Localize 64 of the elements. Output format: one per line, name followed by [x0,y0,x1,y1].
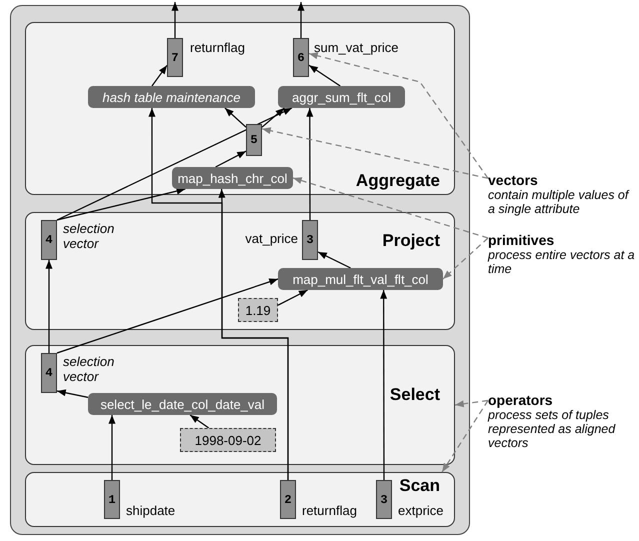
operator-panel [25,472,455,527]
vector-box: 6 [293,38,309,77]
vector-box: 4 [41,220,57,260]
arrow [318,251,351,269]
arrow [151,64,168,86]
vector-box: 3 [376,480,392,519]
annotation-text: contain multiple values of a single attribute [488,188,630,216]
operator-panel [25,22,455,195]
arrow [224,108,246,128]
annotation-arrow [262,127,488,179]
container-box [10,5,470,535]
annotation-text: process entire vectors at a time [488,248,636,276]
annotation-heading: vectors [488,172,539,188]
primitive-box: aggr_sum_flt_col [278,86,405,108]
arrow [172,2,178,38]
constant-box: 1.19 [238,298,278,322]
arrow [46,260,52,353]
arrow [380,290,388,480]
arrow [306,108,314,220]
vector-label: vat_price [244,231,298,246]
arrow [56,389,88,398]
panel-title: Aggregate [356,171,440,191]
annotation-arrow [442,238,488,280]
arrow [278,289,308,306]
annotation-arrow [292,177,488,239]
vector-box: 2 [280,480,296,519]
annotation-arrow [308,52,488,179]
arrow [108,415,116,480]
vector-box: 3 [302,220,318,260]
arrow [298,2,304,38]
arrow [308,64,341,86]
vector-label: selection vector [63,354,116,384]
vector-label: shipdate [126,503,176,518]
primitive-box: select_le_date_col_date_val [88,393,277,415]
constant-box: 1998-09-02 [180,428,276,452]
annotation-heading: primitives [488,232,556,248]
vector-label: selection vector [63,221,116,251]
panel-title: Project [382,231,440,251]
panel-title: Scan [399,476,440,496]
annotation-arrow [454,400,488,408]
vector-label: extprice [398,503,445,518]
operator-panel [25,345,455,465]
primitive-box: hash table maintenance [88,86,255,108]
annotation-arrow [442,400,488,472]
annotation-heading: operators [488,392,554,408]
arrow [190,414,210,428]
operator-panel [25,212,455,330]
vector-box: 5 [246,124,262,156]
vector-box: 7 [167,38,183,77]
arrow [56,188,186,221]
vector-label: returnflag [302,503,358,518]
arrow [56,278,278,354]
vector-label: returnflag [190,40,246,55]
arrow [215,150,246,168]
vector-box: 4 [41,353,57,393]
panel-title: Select [390,385,440,405]
vector-label: sum_vat_price [314,40,400,55]
arrow [56,107,292,221]
primitive-box: map_mul_flt_val_flt_col [278,268,443,290]
arrow [262,108,285,128]
annotation-text: process sets of tuples represented as aligned vectors [488,408,616,450]
vector-box: 1 [104,480,120,519]
primitive-box: map_hash_chr_col [172,167,293,189]
arrow [148,108,289,480]
